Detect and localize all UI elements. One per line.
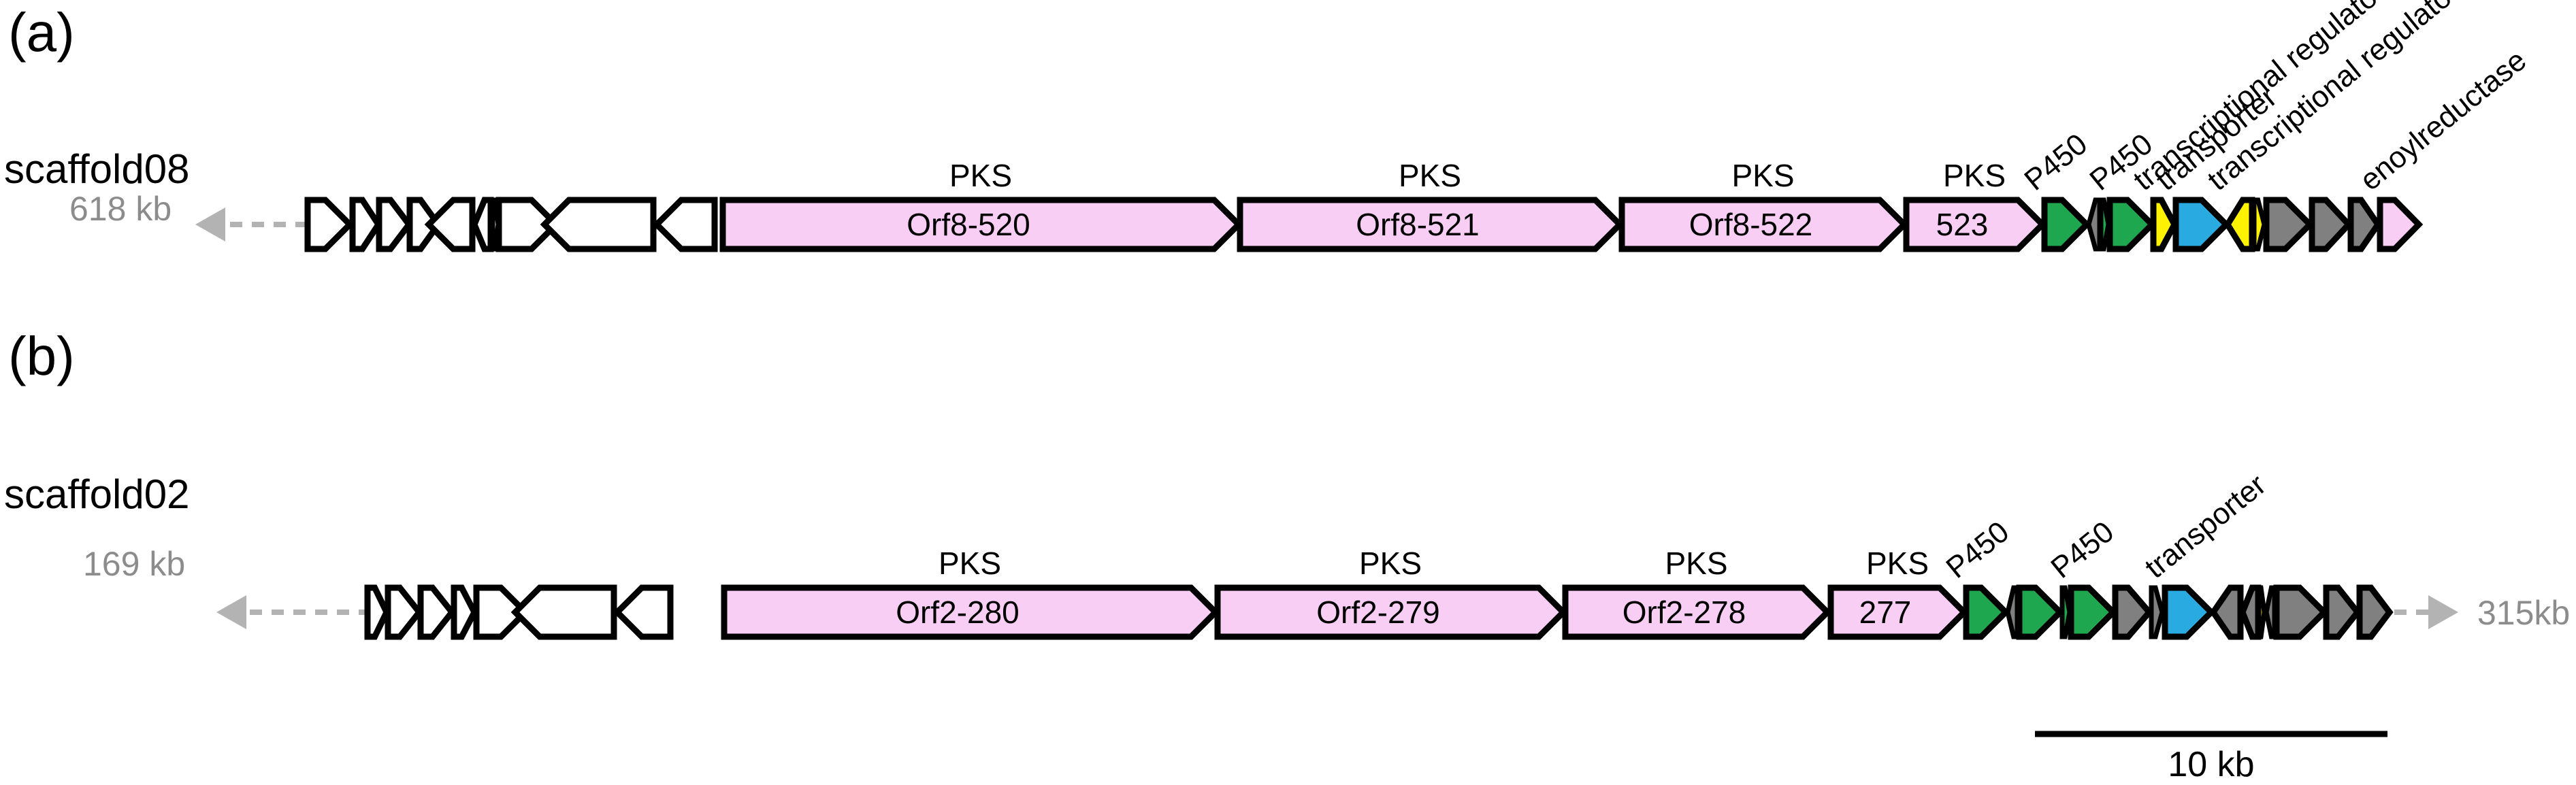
gene-arrow-yellow: [2251, 197, 2267, 252]
gene-arrow-pks: [1237, 197, 1625, 252]
gene-name-label: Orf8-522: [1689, 207, 1813, 242]
gene-class-label: PKS: [1399, 158, 1461, 193]
scaffold08-left-coordinate: 618 kb: [69, 190, 172, 228]
gene-arrow-green: [1963, 584, 2010, 640]
gene-class-label: PKS: [949, 158, 1012, 193]
gene-function-label: P450: [2044, 515, 2120, 585]
gene-class-label: PKS: [1665, 546, 1727, 581]
dashed-continuation-arrowhead: [216, 595, 246, 629]
gene-class-label: PKS: [939, 546, 1001, 581]
gene-arrow-gray: [2273, 584, 2329, 640]
gene-arrow-green: [2059, 585, 2072, 639]
gene-arrow-white: [495, 197, 561, 252]
gene-arrow-white: [364, 584, 390, 640]
scale-bar-label: 10 kb: [2168, 745, 2255, 784]
gene-arrow-gray: [2239, 584, 2262, 640]
gene-name-label: Orf2-280: [896, 595, 1020, 630]
gene-name-label: Orf2-279: [1316, 595, 1440, 630]
scaffold02-name: scaffold02: [4, 471, 190, 517]
gene-arrow-green: [2016, 584, 2065, 640]
gene-arrow-white: [424, 197, 476, 252]
gene-class-label: PKS: [1359, 546, 1422, 581]
gene-arrow-gray: [2263, 197, 2315, 252]
gene-arrow-green: [2041, 197, 2091, 252]
gene-arrow-gray: [2209, 584, 2244, 640]
gene-arrow-pks: [1903, 197, 2047, 252]
panel-a-label: (a): [8, 2, 75, 63]
gene-arrow-yellow: [2223, 197, 2255, 252]
gene-arrow-white: [451, 584, 478, 640]
gene-arrow-white: [510, 584, 617, 640]
gene-arrow-gray: [2356, 584, 2394, 640]
scaffold08-name: scaffold08: [4, 146, 190, 192]
gene-function-label: P450: [2018, 127, 2093, 197]
gene-arrow-green: [2068, 584, 2118, 640]
gene-arrow-white: [385, 584, 423, 640]
gene-arrow-pks: [1827, 584, 1969, 640]
gene-name-label: Orf2-278: [1623, 595, 1746, 630]
gene-arrow-gray: [2112, 584, 2153, 640]
scaffold02-left-coordinate: 169 kb: [83, 545, 186, 583]
gene-arrow-gray: [2149, 585, 2165, 639]
gene-arrow-pink: [2377, 197, 2424, 252]
gene-arrow-blue: [2172, 197, 2231, 252]
gene-class-label: PKS: [1731, 158, 1794, 193]
gene-arrow-pks: [719, 197, 1243, 252]
gene-arrow-gray: [2086, 197, 2102, 252]
gene-class-label: PKS: [1866, 546, 1929, 581]
gene-name-label: 523: [1936, 207, 1989, 242]
gene-arrow-gray: [2323, 584, 2362, 640]
gene-arrow-white: [652, 197, 718, 252]
gene-arrow-white: [406, 197, 442, 252]
gene-arrow-white: [417, 584, 456, 640]
gene-arrow-white: [540, 197, 657, 252]
gene-arrow-white: [376, 197, 413, 252]
dashed-continuation-arrowhead: [2428, 595, 2458, 629]
gene-name-label: Orf8-521: [1356, 207, 1480, 242]
gene-name-label: 277: [1859, 595, 1912, 630]
gene-arrow-gray: [2347, 197, 2382, 252]
gene-arrow-green: [2106, 197, 2157, 252]
gene-arrow-pks: [1562, 584, 1832, 640]
gene-arrow-white: [304, 197, 355, 252]
gene-arrow-gray: [2309, 197, 2353, 252]
gene-arrow-white: [613, 584, 674, 640]
gene-arrow-gray: [2005, 585, 2020, 639]
gene-arrow-yellow: [2256, 585, 2267, 639]
gene-arrow-gray: [2264, 585, 2277, 639]
gene-name-label: Orf8-520: [907, 207, 1030, 242]
gene-arrow-pks: [1214, 584, 1568, 640]
gene-function-label: P450: [1940, 515, 2015, 585]
gene-arrow-white: [471, 197, 494, 252]
panel-b-label: (b): [8, 326, 75, 386]
gene-class-label: PKS: [1943, 158, 2006, 193]
scaffold02-right-coordinate: 315kb: [2477, 594, 2571, 632]
gene-arrow-pks: [1618, 197, 1909, 252]
gene-arrow-white: [473, 584, 530, 640]
gene-arrow-green: [2098, 197, 2111, 252]
dashed-continuation-arrowhead: [195, 207, 225, 241]
gene-arrow-pks: [721, 584, 1220, 640]
gene-arrow-blue: [2162, 584, 2216, 640]
gene-arrow-white: [349, 197, 382, 252]
gene-arrow-yellow: [2150, 197, 2179, 252]
gene-function-label: transporter: [2138, 468, 2272, 585]
